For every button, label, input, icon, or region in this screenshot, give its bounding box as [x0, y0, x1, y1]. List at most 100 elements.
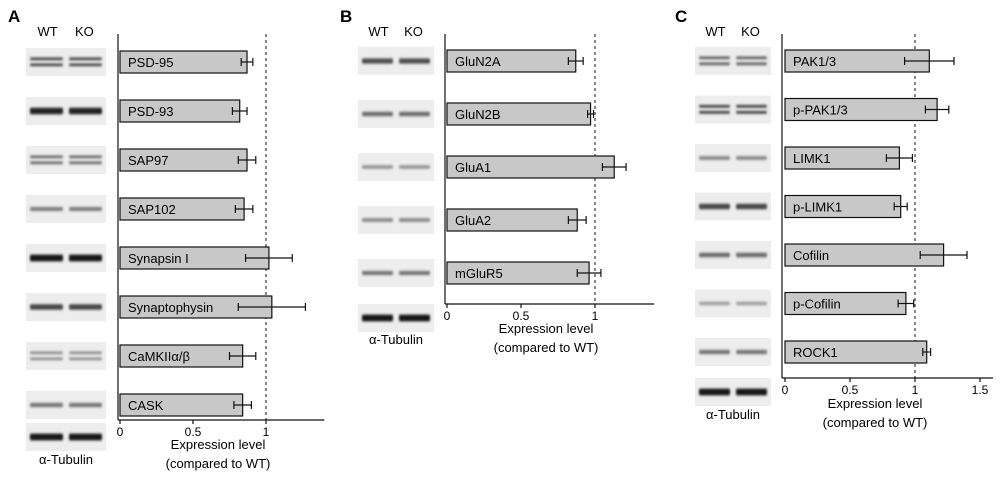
category-label: LIMK1: [793, 151, 831, 166]
blot-strip: [26, 342, 106, 370]
loading-control-label: α-Tubulin: [39, 452, 93, 467]
loading-control-blot: [26, 423, 106, 451]
category-label: SAP97: [128, 153, 168, 168]
blot-band: [736, 105, 767, 108]
panel-label: A: [8, 7, 20, 26]
x-axis-label: (compared to WT): [823, 415, 928, 430]
blot-band: [362, 165, 393, 169]
blot-background: [695, 95, 771, 124]
blot-strip: [26, 195, 106, 223]
x-tick-label: 0: [444, 309, 451, 323]
category-label: Synapsin I: [128, 251, 189, 266]
blot-strip: [695, 192, 771, 221]
blot-band: [699, 252, 730, 258]
blot-band: [30, 63, 63, 67]
x-tick-label: 0.5: [513, 309, 530, 323]
blot-band: [69, 107, 102, 115]
category-label: CaMKIIα/β: [128, 349, 190, 364]
blot-band: [736, 203, 767, 210]
loading-control-label: α-Tubulin: [369, 332, 423, 347]
blot-band: [30, 161, 63, 165]
x-axis-label: Expression level: [499, 321, 594, 336]
blot-strip: [695, 338, 771, 366]
blot-band: [30, 207, 63, 211]
blot-strip: [358, 100, 434, 128]
blot-band: [69, 161, 102, 165]
blot-strip: [358, 259, 434, 287]
blot-band: [30, 107, 63, 115]
blot-band: [30, 351, 63, 355]
x-tick-label: 0.5: [842, 383, 859, 397]
blot-band: [69, 63, 102, 67]
category-label: mGluR5: [455, 266, 503, 281]
blot-strip: [26, 97, 106, 125]
blot-band: [362, 218, 393, 222]
blot-strip: [695, 144, 771, 172]
blot-column-label: WT: [368, 24, 388, 39]
blot-strip: [26, 391, 106, 419]
panel-label: B: [340, 7, 352, 26]
blot-strip: [695, 289, 771, 318]
blot-strip: [358, 206, 434, 234]
blot-band: [362, 58, 393, 64]
blot-band: [30, 57, 63, 61]
category-label: GluN2A: [455, 54, 501, 69]
blot-band: [399, 111, 430, 117]
blot-background: [26, 342, 106, 370]
category-label: Synaptophysin: [128, 300, 213, 315]
blot-column-label: KO: [741, 24, 760, 39]
x-tick-label: 1: [592, 309, 599, 323]
x-tick-label: 1: [912, 383, 919, 397]
category-label: GluA1: [455, 160, 491, 175]
blot-strip: [26, 146, 106, 174]
category-label: SAP102: [128, 202, 176, 217]
x-axis-label: Expression level: [171, 437, 266, 452]
panel-label: C: [675, 7, 687, 26]
blot-strip: [695, 95, 771, 124]
blot-background: [26, 48, 106, 76]
x-axis-label: Expression level: [828, 396, 923, 411]
x-tick-label: 1.5: [972, 383, 989, 397]
blot-band: [69, 357, 102, 361]
blot-band: [362, 111, 393, 117]
category-label: PSD-93: [128, 104, 174, 119]
loading-control-label: α-Tubulin: [706, 407, 760, 422]
blot-band: [699, 388, 730, 396]
blot-band: [736, 111, 767, 114]
blot-band: [69, 351, 102, 355]
blot-band: [699, 62, 730, 66]
blot-band: [69, 254, 102, 262]
blot-band: [736, 388, 767, 396]
blot-band: [399, 270, 430, 276]
x-axis-label: (compared to WT): [494, 340, 599, 355]
blot-band: [69, 304, 102, 310]
x-axis-label: (compared to WT): [166, 456, 271, 471]
blot-column-label: KO: [404, 24, 423, 39]
category-label: p-LIMK1: [793, 200, 842, 215]
blot-strip: [695, 47, 771, 75]
x-tick-label: 0: [782, 383, 789, 397]
blot-band: [69, 402, 102, 408]
blot-column-label: WT: [37, 24, 57, 39]
category-label: PAK1/3: [793, 54, 836, 69]
blot-band: [399, 58, 430, 64]
blot-band: [699, 111, 730, 114]
x-tick-label: 0.5: [185, 425, 202, 439]
category-label: Cofilin: [793, 248, 829, 263]
blot-band: [699, 156, 730, 160]
blot-band: [30, 155, 63, 159]
blot-background: [26, 146, 106, 174]
blot-band: [30, 304, 63, 310]
blot-band: [362, 314, 393, 322]
category-label: GluN2B: [455, 107, 501, 122]
blot-band: [736, 156, 767, 160]
blot-band: [69, 155, 102, 159]
blot-band: [399, 218, 430, 222]
blot-column-label: KO: [75, 24, 94, 39]
loading-control-blot: [358, 304, 434, 332]
blot-column-label: WT: [705, 24, 725, 39]
category-label: GluA2: [455, 213, 491, 228]
